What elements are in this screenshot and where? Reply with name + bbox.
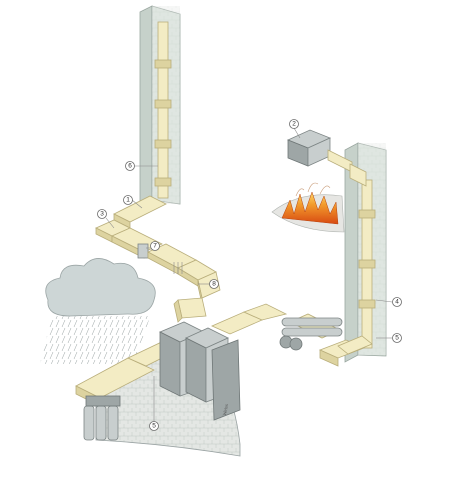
machinery-units: [159, 321, 241, 421]
callout-5-right: 5: [392, 333, 402, 343]
callout-label: 5: [395, 335, 399, 342]
callout-label: 7: [153, 243, 157, 250]
rain-cloud: [40, 258, 156, 364]
callout-label: 3: [100, 211, 104, 218]
callout-label: 1: [126, 197, 130, 204]
leader-lines: [105, 127, 393, 422]
callout-2: 2: [289, 119, 299, 129]
sensor-fitting: [173, 262, 183, 274]
callout-7: 7: [150, 241, 160, 251]
callout-3: 3: [97, 209, 107, 219]
callout-4: 4: [392, 297, 402, 307]
callout-label: 2: [292, 121, 296, 128]
callout-5-bottom: 5: [149, 421, 159, 431]
callout-1: 1: [123, 195, 133, 205]
callout-label: 6: [128, 163, 132, 170]
callout-6-top: 6: [125, 161, 135, 171]
pipe-cluster: [279, 317, 343, 351]
fan-unit-box: [286, 129, 367, 187]
right-branch-duct: [211, 303, 373, 367]
callout-label: 5: [152, 423, 156, 430]
callout-label: 8: [212, 281, 216, 288]
fire-scene: [271, 182, 345, 233]
building-wall: Weiss: [75, 321, 241, 457]
left-vertical-shaft: [139, 5, 181, 207]
main-duct-run: [95, 195, 221, 323]
callout-8: 8: [209, 279, 219, 289]
flames-icon: [281, 191, 339, 225]
callout-label: 4: [395, 299, 399, 306]
artist-signature: Weiss: [223, 404, 230, 417]
storage-cylinders: [83, 395, 121, 441]
